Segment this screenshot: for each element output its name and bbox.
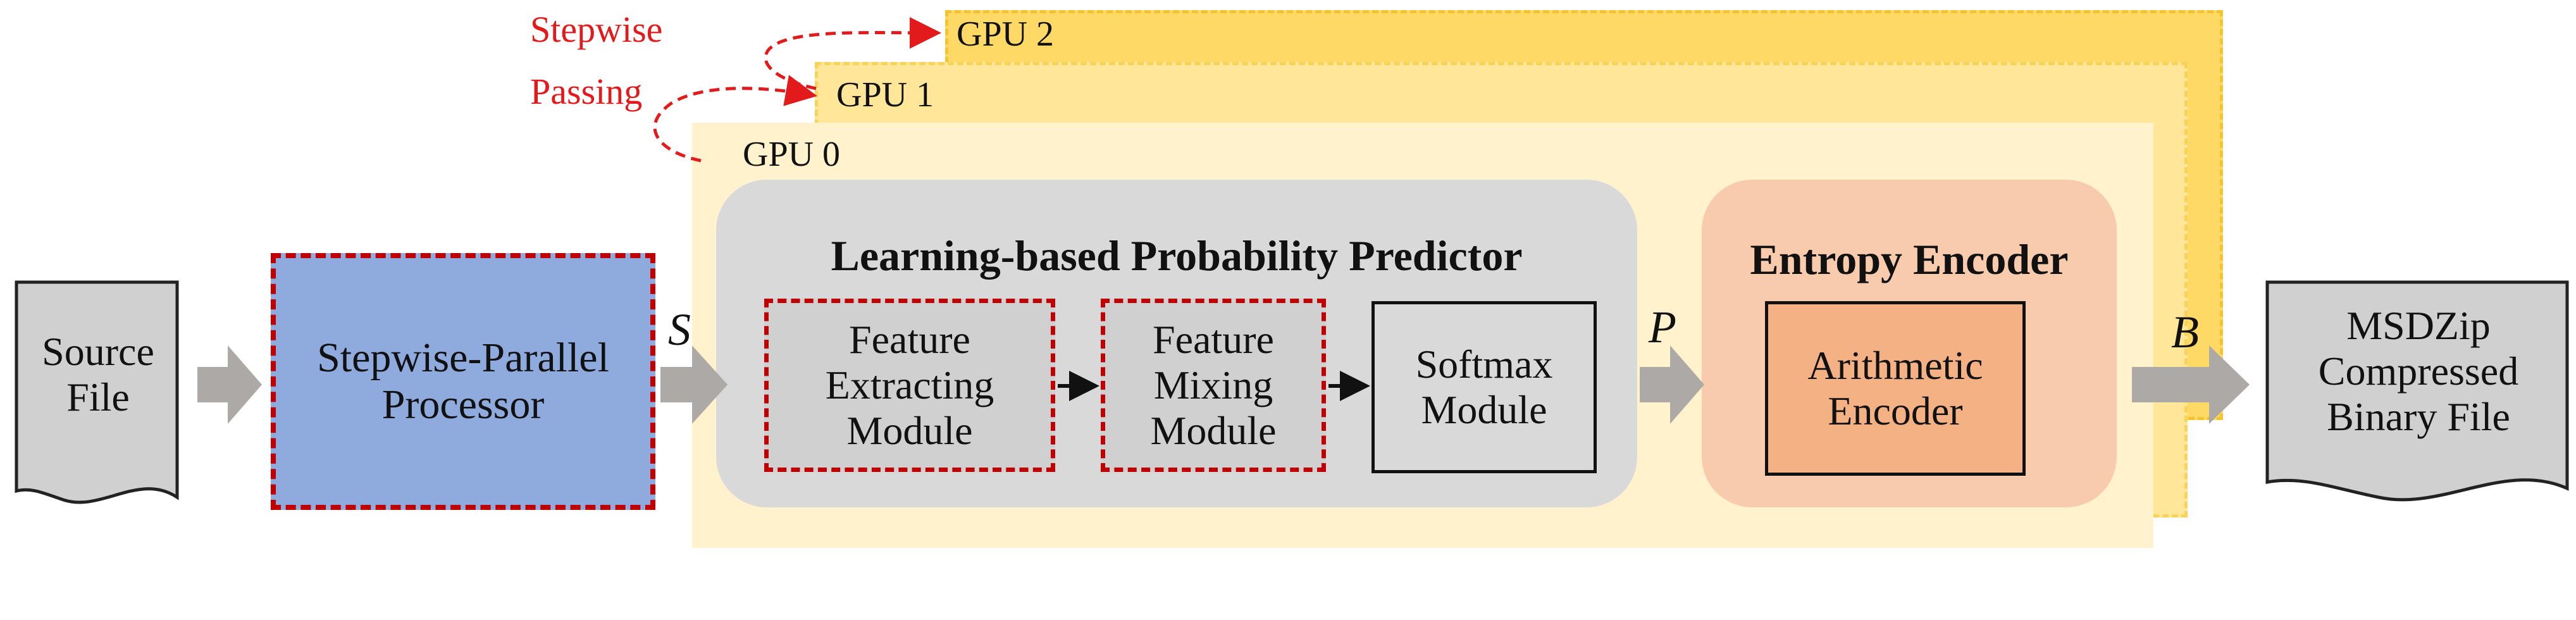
- gpu-2-label: GPU 2: [957, 15, 1055, 54]
- predictor-title: Learning-based Probability Predictor: [831, 231, 1523, 280]
- source-file-document-icon: [15, 280, 179, 504]
- flow-arrow-source-to-processor: [197, 345, 262, 424]
- output-file-document-icon: [2265, 280, 2569, 502]
- feature-extracting-module: Feature Extracting Module: [764, 299, 1055, 472]
- entropy-encoder-title: Entropy Encoder: [1750, 235, 2069, 283]
- arithmetic-encoder-module: Arithmetic Encoder: [1765, 301, 2026, 476]
- stepwise-arrow-gpu0-to-gpu1: [653, 75, 817, 163]
- flow-arrow-predictor-to-entropy: [1640, 345, 1704, 424]
- stepwise-parallel-processor: Stepwise-Parallel Processor: [271, 253, 655, 510]
- flow-arrow-entropy-to-output: [2132, 345, 2250, 424]
- output-file-label: MSDZip Compressed Binary File: [2318, 303, 2519, 439]
- softmax-module: Softmax Module: [1372, 301, 1597, 473]
- source-file-label: Source File: [42, 329, 154, 419]
- variable-s-label: S: [668, 304, 691, 355]
- variable-b-label: B: [2171, 307, 2199, 357]
- variable-p-label: P: [1649, 302, 1676, 352]
- flow-arrow-processor-to-predictor: [660, 345, 728, 424]
- stepwise-passing-label: Stepwise Passing: [530, 9, 663, 112]
- gpu-0-label: GPU 0: [743, 135, 841, 174]
- stepwise-arrow-gpu1-to-gpu2: [764, 16, 941, 90]
- gpu-1-label: GPU 1: [836, 75, 934, 115]
- feature-mixing-module: Feature Mixing Module: [1101, 299, 1326, 472]
